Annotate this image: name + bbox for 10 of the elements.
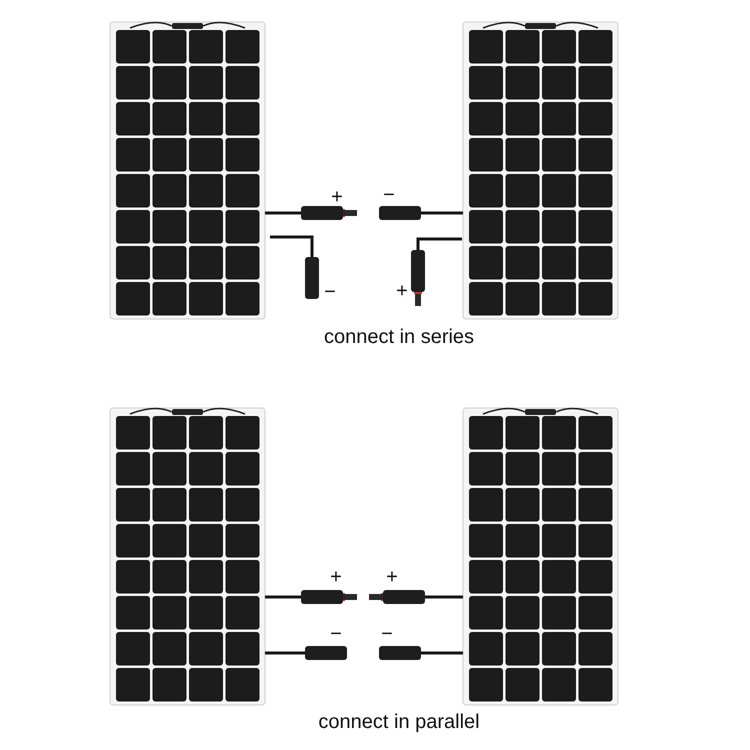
caption: connect in parallel <box>318 712 480 732</box>
polarity-sign: − <box>324 282 336 302</box>
polarity-sign: + <box>330 567 342 587</box>
polarity-sign: − <box>330 624 342 644</box>
caption: connect in series <box>324 327 474 347</box>
polarity-sign: + <box>386 567 398 587</box>
polarity-sign: + <box>331 187 343 207</box>
polarity-sign: − <box>381 624 393 644</box>
polarity-sign: + <box>396 281 408 301</box>
polarity-sign: − <box>383 185 395 205</box>
